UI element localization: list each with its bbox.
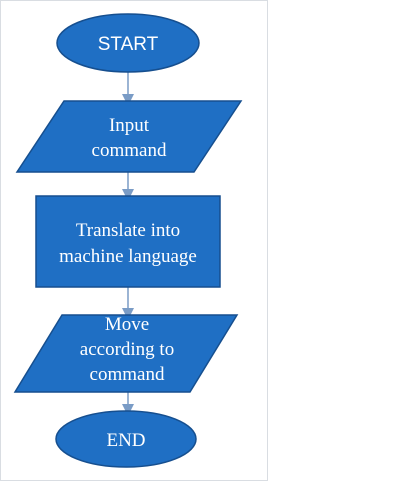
translate-process-node: Translate into machine language [35, 195, 221, 288]
translate-label-line-1: Translate into [76, 220, 180, 241]
translate-label-line-2: machine language [59, 246, 197, 267]
move-command-shape [13, 314, 239, 393]
translate-process-shape [35, 195, 221, 288]
input-command-shape [15, 100, 243, 173]
start-terminal-label: START [98, 34, 159, 55]
move-label-line-3: command [90, 364, 165, 385]
move-label-line-1: Move [105, 314, 149, 335]
end-terminal: END [55, 410, 197, 468]
input-command-label-line-1: Input [109, 115, 150, 136]
end-terminal-label: END [106, 430, 145, 451]
start-terminal-shape [56, 13, 200, 73]
diagram-frame [0, 0, 268, 481]
input-command-label-line-2: command [92, 140, 167, 161]
start-terminal: START [56, 13, 200, 73]
move-command-node: Move according to command [13, 314, 239, 393]
input-command-node: Input command [15, 100, 243, 173]
move-label-line-2: according to [80, 339, 174, 360]
end-terminal-shape [55, 410, 197, 468]
